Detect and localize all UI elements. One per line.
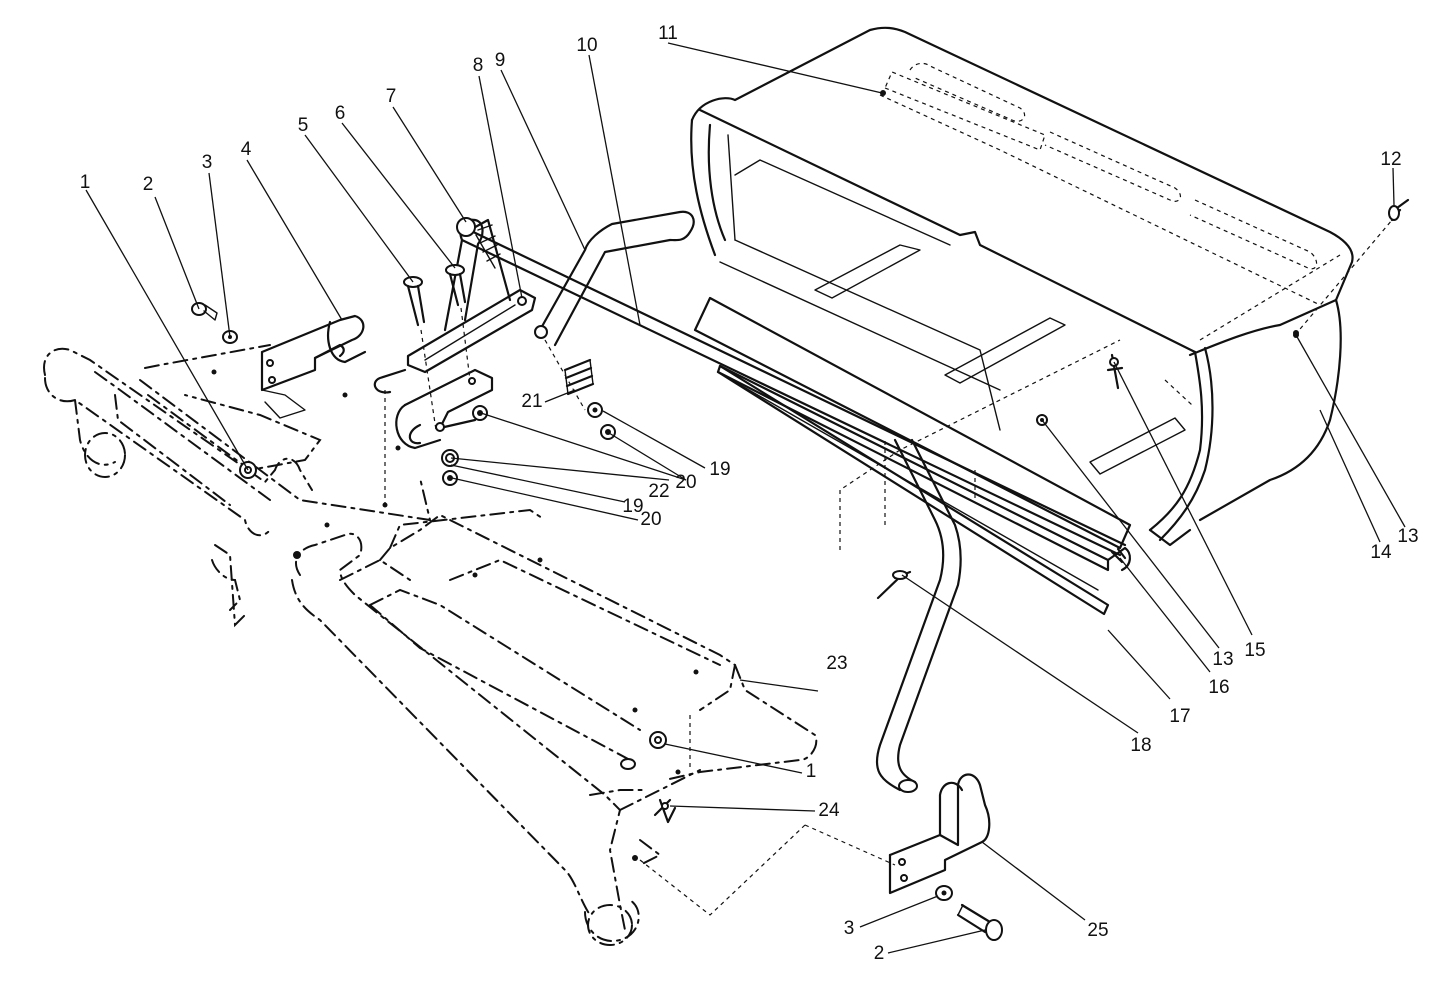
callout-14: 14	[1370, 542, 1392, 563]
leader-lines	[85, 42, 1406, 954]
callout-24: 24	[818, 800, 840, 821]
callout-13-center: 13	[1212, 649, 1233, 670]
callout-16: 16	[1208, 677, 1229, 698]
bolt-washer-right	[935, 885, 1003, 941]
callout-19-lower: 19	[622, 496, 643, 517]
callout-3-left: 3	[202, 152, 213, 173]
frame-nut	[239, 461, 667, 770]
nuts	[441, 402, 616, 486]
callout-22: 22	[648, 481, 669, 502]
callout-1-lower: 1	[806, 761, 817, 782]
callout-20-upper: 20	[675, 472, 696, 493]
callout-1-left: 1	[80, 172, 91, 193]
callout-9: 9	[495, 50, 506, 71]
callout-4: 4	[241, 139, 252, 160]
bracket-4	[260, 314, 367, 419]
callout-20-lower: 20	[640, 509, 661, 530]
callout-15: 15	[1244, 640, 1265, 661]
bag-handle	[534, 210, 695, 347]
front-channel	[693, 296, 1132, 616]
callout-5: 5	[298, 115, 309, 136]
callout-13-right: 13	[1397, 526, 1418, 547]
callout-21: 21	[521, 391, 542, 412]
callout-19-upper: 19	[709, 459, 730, 480]
callout-10: 10	[576, 35, 597, 56]
support-rod	[875, 438, 962, 793]
carriage-bolts	[403, 264, 471, 431]
spring	[544, 339, 595, 411]
callout-12: 12	[1380, 149, 1401, 170]
small-fasteners	[653, 198, 1410, 824]
callout-8: 8	[473, 55, 484, 76]
callout-6: 6	[335, 103, 346, 124]
callout-18: 18	[1130, 735, 1151, 756]
callout-2-lower: 2	[874, 943, 885, 964]
callout-labels: 1 2 3 4 5 6 7 8 9 10 11 12 13 14 15 16 1…	[80, 23, 1419, 964]
rear-bar	[460, 226, 1127, 557]
u-bracket	[395, 368, 494, 450]
bolt-washer-left	[191, 302, 238, 344]
control-arm	[373, 217, 537, 394]
assembly-lines	[639, 219, 1393, 916]
callout-23: 23	[826, 653, 847, 674]
callout-3-lower: 3	[844, 918, 855, 939]
mower-frame	[43, 344, 818, 946]
callout-25: 25	[1087, 920, 1108, 941]
callout-2-left: 2	[143, 174, 154, 195]
callout-17: 17	[1169, 706, 1190, 727]
grass-bag	[690, 26, 1354, 547]
callout-7: 7	[386, 86, 397, 107]
callout-11: 11	[658, 23, 678, 44]
